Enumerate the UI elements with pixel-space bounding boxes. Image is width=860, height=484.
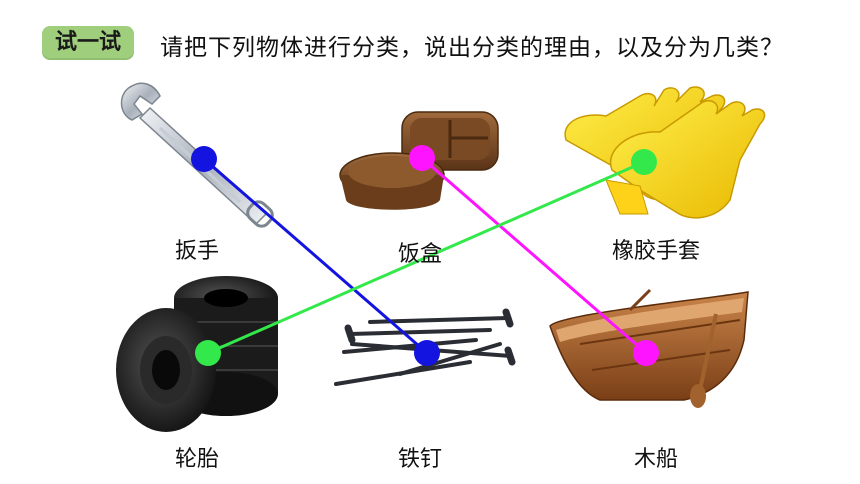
label-lunch-box: 饭盒	[397, 242, 442, 267]
metal-connection-line	[203, 157, 428, 355]
boat-dot	[633, 340, 659, 366]
try-it-badge: 试一试	[42, 26, 134, 60]
label-nails: 铁钉	[397, 447, 442, 472]
wrench-dot	[191, 146, 217, 172]
wood-connection-line	[421, 156, 647, 355]
rubber-connection-line	[207, 160, 645, 355]
rubber-gloves-image	[564, 86, 766, 219]
label-tires: 轮胎	[174, 447, 219, 472]
tires-dot	[195, 340, 221, 366]
label-wrench: 扳手	[174, 239, 219, 264]
label-rubber-gloves: 橡胶手套	[611, 239, 700, 264]
nails-dot	[414, 340, 440, 366]
label-wooden-boat: 木船	[633, 447, 678, 472]
prompt-text: 请把下列物体进行分类，说出分类的理由，以及分为几类？	[160, 35, 784, 61]
tires-image	[116, 276, 278, 432]
nails-image	[334, 308, 516, 386]
gloves-dot	[631, 149, 657, 175]
lunch-box-dot	[409, 145, 435, 171]
